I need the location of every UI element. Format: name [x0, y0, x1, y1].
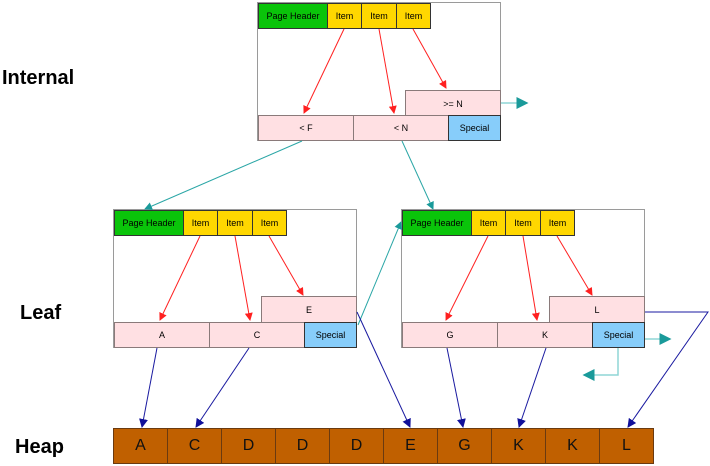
downlink-arrow — [401, 140, 434, 210]
page-header: Page Header — [114, 210, 184, 236]
item-arrow — [378, 28, 397, 114]
heap-pointer-arrow — [195, 347, 250, 428]
index-tuple: E — [261, 296, 357, 323]
item-arrow — [412, 28, 447, 89]
heap-tuple: D — [329, 428, 384, 464]
index-tuple: >= N — [405, 90, 501, 117]
item-arrow — [303, 28, 345, 114]
level-label-leaf: Leaf — [20, 302, 62, 324]
heap-tuple: C — [167, 428, 222, 464]
index-tuple: < F — [258, 115, 354, 141]
index-tuple: C — [209, 322, 305, 348]
item-arrow — [234, 235, 253, 321]
heap-pointer-arrow — [139, 347, 158, 428]
item-pointer: Item — [361, 3, 397, 29]
item-pointer: Item — [183, 210, 218, 236]
level-label-heap: Heap — [15, 436, 64, 458]
heap-tuple: D — [221, 428, 276, 464]
heap-pointer-arrow — [517, 347, 547, 428]
special-space: Special — [592, 322, 645, 348]
item-pointer: Item — [396, 3, 431, 29]
heap-tuple: K — [491, 428, 546, 464]
special-space: Special — [304, 322, 357, 348]
item-pointer: Item — [540, 210, 575, 236]
index-tuple: K — [497, 322, 593, 348]
page-header: Page Header — [402, 210, 472, 236]
heap-tuple: E — [383, 428, 438, 464]
heap-tuple: L — [599, 428, 654, 464]
item-arrow — [159, 235, 201, 321]
heap-pointer-arrow — [446, 347, 466, 428]
heap-tuple: D — [275, 428, 330, 464]
sibling-link-arrow — [357, 221, 402, 326]
internal-page: Page Header Item Item Item >= N < F < N … — [257, 2, 501, 141]
item-pointer: Item — [471, 210, 506, 236]
page-header: Page Header — [258, 3, 328, 29]
heap-pointer-arrow — [627, 311, 709, 428]
downlink-arrow — [144, 140, 303, 210]
level-label-internal: Internal — [2, 67, 75, 89]
item-arrow — [445, 235, 489, 321]
item-arrow — [522, 235, 540, 321]
index-tuple: A — [114, 322, 210, 348]
item-arrow — [268, 235, 304, 296]
leaf-page-right: Page Header Item Item Item L G K Special — [401, 209, 645, 348]
item-arrow — [556, 235, 593, 296]
special-space: Special — [448, 115, 501, 141]
leaf-page-left: Page Header Item Item Item E A C Special — [113, 209, 357, 348]
item-pointer: Item — [252, 210, 287, 236]
heap-pointer-arrow — [356, 311, 411, 428]
heap-tuple: A — [113, 428, 168, 464]
item-pointer: Item — [505, 210, 541, 236]
left-link-arrow — [582, 348, 619, 381]
heap-tuple: K — [545, 428, 600, 464]
